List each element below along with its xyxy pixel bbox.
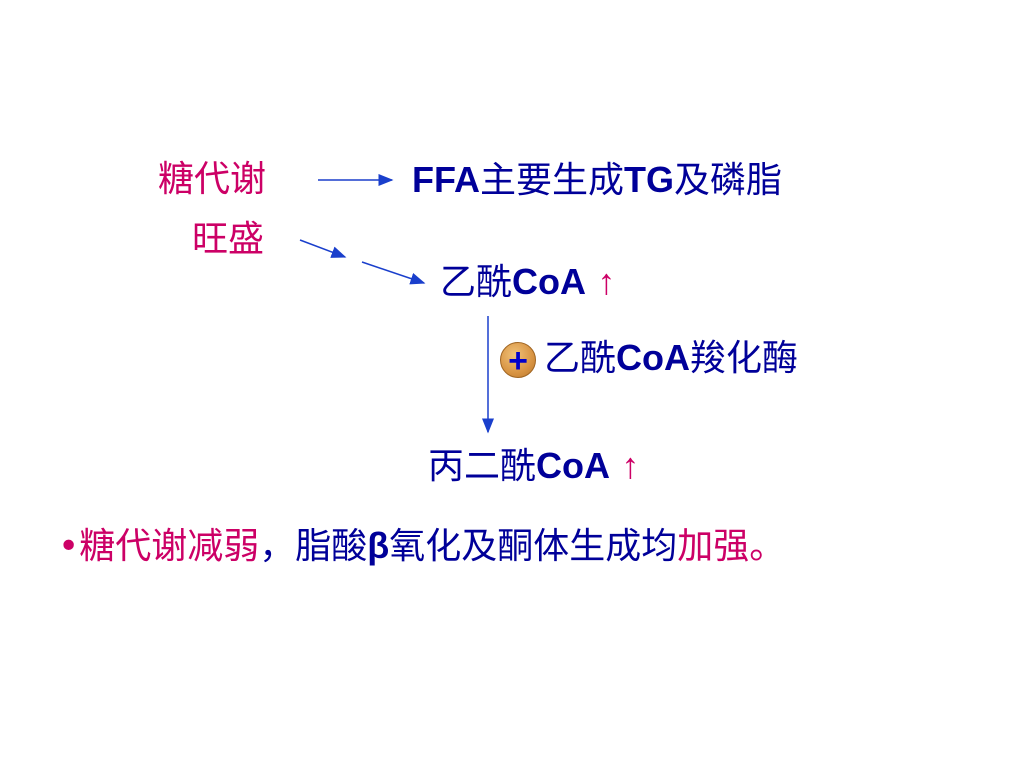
ffa-text: FFA — [412, 159, 480, 200]
plus-sign: + — [508, 342, 528, 380]
node-glucose-metabolism-line2: 旺盛 — [192, 219, 265, 260]
node-ffa: FFA主要生成TG及磷脂 — [412, 158, 782, 203]
malonyl-text: 丙二酰 — [428, 446, 537, 487]
node-acetyl-coa: 乙酰CoA ↑ — [440, 260, 615, 305]
enzyme-coa-text: CoA — [616, 337, 691, 378]
acetyl-text: 乙酰 — [440, 262, 513, 303]
bullet-text-beta: β — [367, 525, 390, 566]
node-acetyl-coa-carboxylase: 乙酰CoA羧化酶 — [544, 336, 798, 381]
enzyme-acetyl-text: 乙酰 — [544, 338, 617, 379]
malonyl-coa-text: CoA — [536, 445, 611, 486]
ffa-main-text: 主要生成 — [480, 160, 625, 201]
increase-arrow-icon: ↑ — [597, 261, 616, 302]
tg-text: TG — [624, 159, 675, 200]
bullet-text-strengthened: 加强。 — [677, 526, 786, 567]
coa-text: CoA — [512, 261, 587, 302]
arrow-to-acetyl-coa-segment-1 — [299, 239, 347, 258]
bullet-text-glucose-weak: 糖代谢减弱 — [79, 526, 260, 567]
bullet-text-fatty-acid: ，脂酸 — [259, 526, 368, 567]
node-glucose-metabolism-line1: 糖代谢 — [158, 159, 267, 200]
activation-plus-icon: + — [500, 342, 536, 380]
bullet-text-oxidation: 氧化及酮体生成均 — [389, 526, 678, 567]
node-malonyl-coa: 丙二酰CoA ↑ — [428, 444, 639, 489]
increase-arrow-icon: ↑ — [621, 445, 640, 486]
phospholipid-text: 及磷脂 — [674, 160, 783, 201]
carboxylase-text: 羧化酶 — [690, 338, 799, 379]
arrow-to-acetyl-coa-segment-2 — [361, 261, 426, 285]
bullet-statement: •糖代谢减弱，脂酸β氧化及酮体生成均加强。 — [58, 524, 785, 569]
bullet-mark: • — [58, 526, 80, 567]
